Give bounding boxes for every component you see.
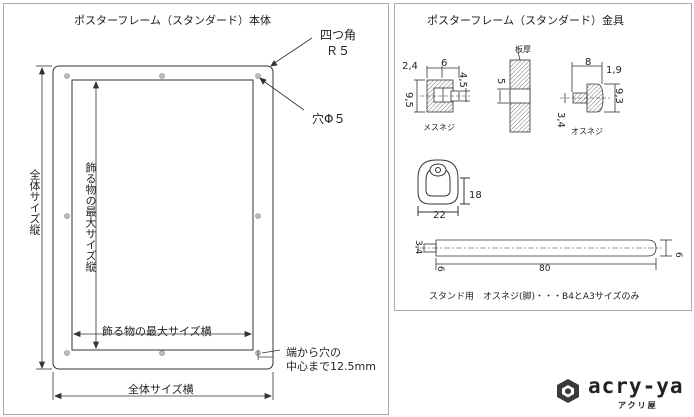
edge-distance-dim	[257, 349, 281, 360]
outer-frame	[52, 65, 274, 370]
hardware-footer-note: スタンド用 オスネジ(脚)・・・B4とA3サイズのみ	[429, 292, 640, 302]
board-drawing	[497, 51, 531, 133]
male-screw-drawing	[560, 62, 620, 113]
max-width-dim	[72, 330, 253, 338]
dim-f-right: 4,5	[457, 72, 468, 88]
dim-m-top: 8	[585, 57, 592, 68]
corner-label-2: Ｒ５	[326, 44, 351, 58]
dim-m-right-top: 1,9	[606, 65, 622, 76]
corner-label-1: 四つ角	[320, 28, 357, 42]
edge-note-1: 端から穴の	[286, 346, 341, 359]
overall-height-dim	[36, 65, 52, 370]
dim-f-top-small: 2,4	[402, 61, 418, 72]
brand-logo: acry-ya アクリ屋	[556, 372, 692, 414]
overall-width-label: 全体サイズ横	[128, 383, 194, 396]
hole-leader	[259, 77, 305, 111]
dim-m-right: 9,3	[613, 88, 624, 104]
frame-body-title: ポスターフレーム（スタンダード）本体	[74, 14, 272, 27]
edge-note-2: 中心まで12.5mm	[286, 360, 376, 373]
dim-rod-length: 80	[539, 264, 551, 274]
female-screw-label: メスネジ	[423, 123, 455, 132]
stand-rod-drawing	[417, 239, 672, 270]
hardware-title: ポスターフレーム（スタンダード）金具	[427, 14, 625, 27]
frame-body-panel: ポスターフレーム（スタンダード）本体 四つ角 Ｒ５ 穴Φ５ 全体サイズ縦 飾る物…	[3, 3, 389, 415]
max-height-dim	[92, 80, 100, 350]
dim-f-left: 9,5	[403, 92, 414, 108]
d-ring-drawing	[417, 159, 470, 216]
dim-ring-height: 18	[469, 190, 482, 201]
male-screw-label: オスネジ	[571, 127, 603, 136]
dim-m-left: 3,4	[555, 112, 566, 128]
board-label: 板厚	[515, 45, 531, 54]
overall-height-label: 全体サイズ縦	[28, 169, 41, 235]
hole-label: 穴Φ５	[312, 112, 346, 126]
display-area	[71, 79, 254, 351]
brand-sub: アクリ屋	[618, 401, 658, 410]
overall-width-dim	[52, 372, 274, 400]
hardware-panel: ポスターフレーム（スタンダード）金具 板厚 メスネジ オスネジ 2,4 6 4,…	[394, 3, 692, 311]
dim-board-gap: 5	[495, 78, 506, 85]
max-width-label: 飾る物の最大サイズ横	[102, 325, 212, 338]
female-screw-drawing	[414, 66, 470, 113]
dim-rod-right: 6	[673, 252, 683, 258]
brand-mark-icon	[557, 379, 579, 403]
corner-leader	[270, 37, 313, 67]
dim-ring-width: 22	[433, 210, 446, 221]
dim-f-top-width: 6	[441, 58, 448, 69]
dim-rod-left-bottom: 6	[435, 266, 445, 272]
max-height-label: 飾る物の最大サイズ縦	[84, 162, 97, 272]
brand-name: acry-ya	[588, 374, 684, 398]
